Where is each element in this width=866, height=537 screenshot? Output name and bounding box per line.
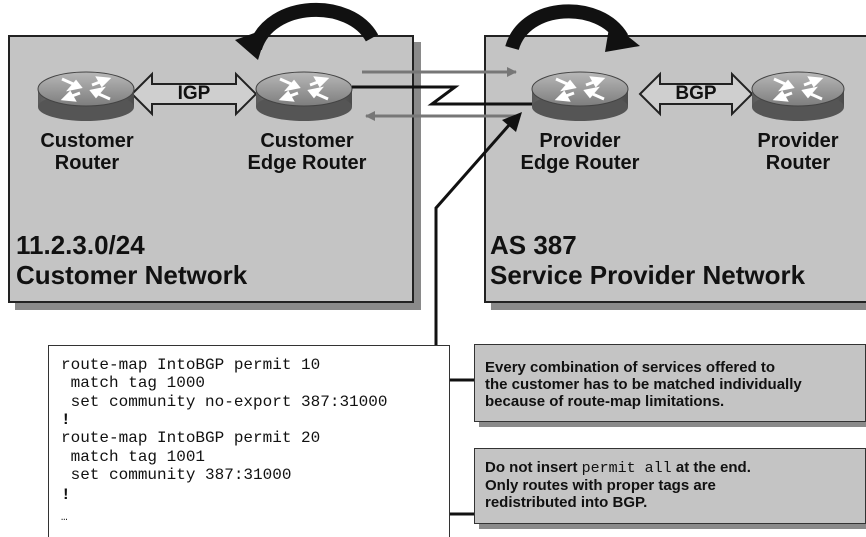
route-map-config-box: route-map IntoBGP permit 10 match tag 10… [48,345,450,537]
note-line: Every combination of services offered to [485,359,776,376]
igp-label: IGP [177,83,211,104]
note-line: the customer has to be matched individua… [485,376,802,393]
provider-edge-router-icon [531,71,629,121]
note-no-permit-all: Do not insert permit all at the end. Onl… [474,448,866,524]
customer-edge-router-icon [255,71,353,121]
config-line: set community 387:31000 [61,466,292,484]
config-line: match tag 1000 [61,374,206,392]
config-connector-line [434,123,512,347]
provider-router-label: Provider Router [757,130,839,174]
config-line: match tag 1001 [61,448,206,466]
note-line: Do not insert permit all at the end. [485,459,751,477]
provider-edge-router-label: Provider Edge Router [520,130,640,174]
customer-edge-router-label: Customer Edge Router [247,130,367,174]
bgp-label: BGP [675,83,717,104]
note-line: Only routes with proper tags are [485,477,716,494]
config-line: ! [61,486,71,504]
note-text: Do not insert [485,459,582,476]
provider-router-icon [751,71,845,121]
note-line: because of route-map limitations. [485,393,725,410]
note-route-map-limitations: Every combination of services offered to… [474,344,866,422]
customer-network-title: 11.2.3.0/24 Customer Network [16,230,248,290]
curved-arrow-customer [235,3,379,60]
note-line: redistributed into BGP. [485,494,648,511]
provider-network-title: AS 387 Service Provider Network [490,230,806,290]
config-line: route-map IntoBGP permit 20 [61,429,321,447]
customer-router-label: Customer Router [40,130,134,174]
note-text: at the end. [671,459,751,476]
config-line: route-map IntoBGP permit 10 [61,356,321,374]
curved-arrow-provider [505,4,640,52]
serial-link-line [352,85,532,106]
customer-router-icon [37,71,135,121]
config-line: ! [61,411,71,429]
config-line: set community no-export 387:31000 [61,393,388,411]
config-line: … [61,512,68,524]
note-code: permit all [581,460,672,477]
